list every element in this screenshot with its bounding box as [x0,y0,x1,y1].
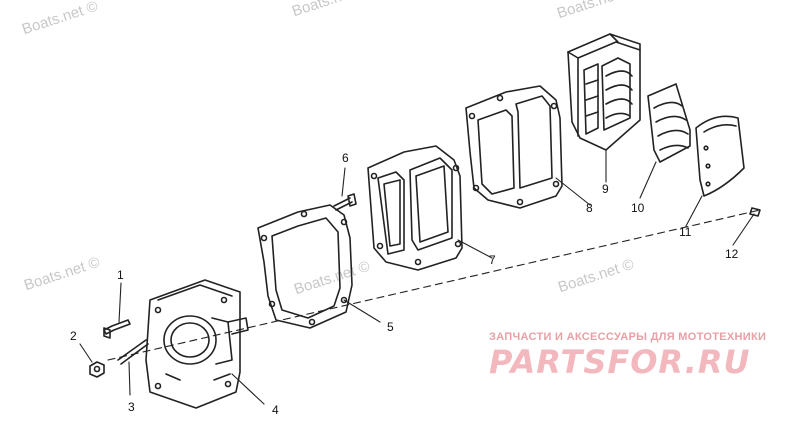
stud-part [117,339,149,365]
callout-label: 9 [602,182,609,196]
callout-label: 8 [586,201,593,215]
small-screw-part [749,207,761,217]
nut-part [89,361,105,378]
callout-label: 6 [342,151,349,165]
assembly-axis [107,209,761,361]
callout-label: 4 [272,403,279,417]
leader-lines [79,149,755,405]
screw-part [333,193,357,211]
reed-plate-gasket-part [367,145,463,271]
brand-logo: PARTSFOR.RU [489,343,751,381]
callout-label: 11 [679,225,692,239]
callout-label: 5 [387,320,394,334]
callout-label: 10 [631,201,645,215]
callout-label: 7 [489,253,496,267]
reed-stop-part [695,115,745,197]
gasket-part-2 [465,85,563,209]
callout-label: 3 [128,400,135,414]
bolt-part [103,319,131,339]
callout-label: 12 [725,247,739,261]
reed-block-part [567,33,641,151]
callout-label: 1 [117,268,124,282]
reed-petals-part [647,83,691,163]
adapter-housing-part [145,279,249,409]
callout-label: 2 [70,329,77,343]
gasket-part [257,204,353,329]
brand-tagline: ЗАПЧАСТИ И АКСЕССУАРЫ ДЛЯ МОТОТЕХНИКИ [489,331,767,343]
